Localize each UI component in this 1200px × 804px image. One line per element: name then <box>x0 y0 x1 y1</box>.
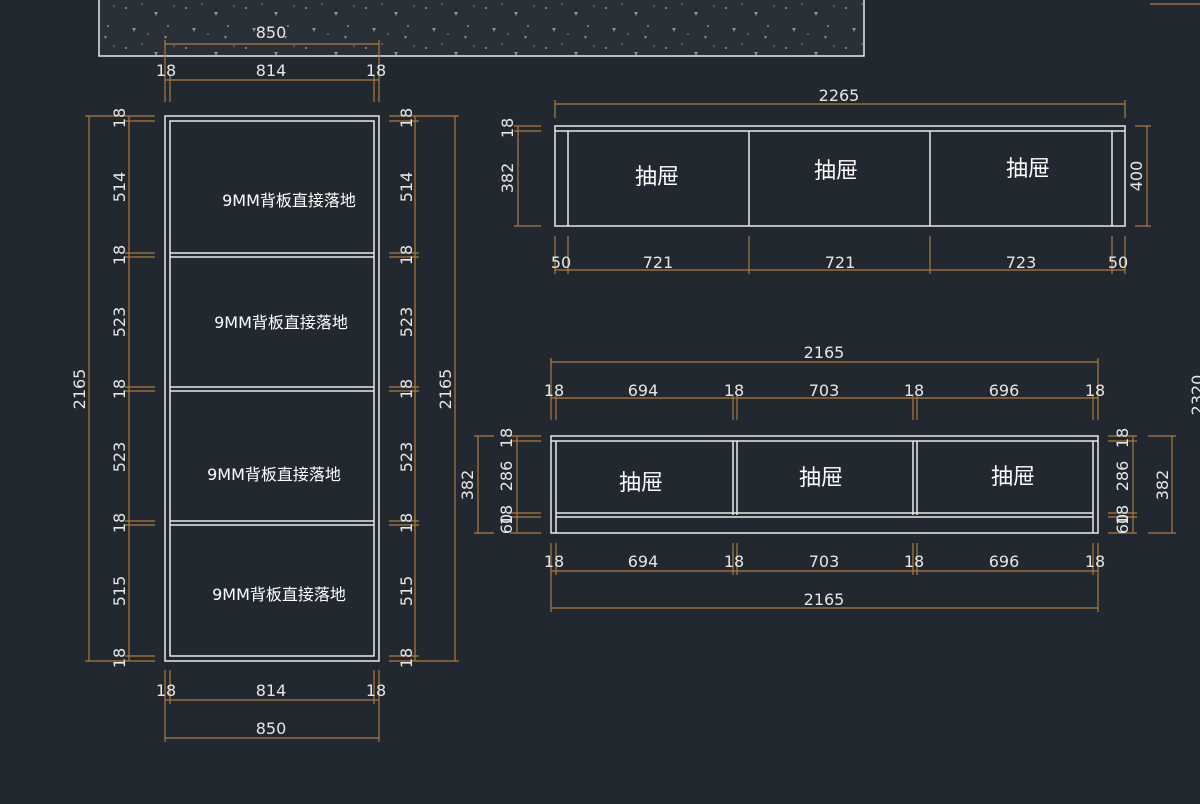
cabinet-left-dim-6: 523 <box>110 442 129 473</box>
cabinet-top-total-width: 850 <box>256 23 287 42</box>
drawer-bottom-top-dim-1: 18 <box>544 381 564 400</box>
cabinet-right-dim-1: 18 <box>397 108 416 128</box>
drawer-top-total-width: 2265 <box>819 86 860 105</box>
cabinet-bottom-right-thickness: 18 <box>366 681 386 700</box>
drawer-top-label-1: 抽屉 <box>635 165 679 190</box>
cabinet-left-dim-8: 515 <box>110 576 129 607</box>
edge-partial-dimension-text: 2320 <box>1188 375 1200 416</box>
drawer-bottom-left-dim-1: 18 <box>497 428 516 448</box>
drawer-top-bottom-dimension-texts: 50 721 721 723 50 <box>551 253 1128 272</box>
cabinet-right-dim-9: 18 <box>397 648 416 668</box>
drawer-bottom-bottom-dim-3: 18 <box>724 552 744 571</box>
drawer-top-bottom-dim-3: 721 <box>825 253 856 272</box>
drawer-bottom-right-dim-2: 286 <box>1113 461 1132 492</box>
cabinet-bottom-inner-width: 814 <box>256 681 287 700</box>
cabinet-left-dim-1: 18 <box>110 108 129 128</box>
drawer-bottom-bottom-dim-4: 703 <box>809 552 840 571</box>
cabinet-left-dimension-texts: 18 514 18 523 18 523 18 515 18 <box>110 108 129 668</box>
drawer-top-right-height: 400 <box>1127 161 1146 192</box>
cabinet-panel-label-1: 9MM背板直接落地 <box>222 191 356 210</box>
drawer-bottom-right-dim-4: 60 <box>1113 514 1132 534</box>
drawer-bottom-bottom-dimension-texts: 18 694 18 703 18 696 18 <box>544 552 1105 571</box>
drawer-unit-bottom <box>550 435 1099 534</box>
cabinet-right-total-height: 2165 <box>436 369 455 410</box>
drawer-bottom-label-1: 抽屉 <box>619 471 663 496</box>
cabinet-right-dim-5: 18 <box>397 379 416 399</box>
cabinet-left-dim-2: 514 <box>110 172 129 203</box>
drawer-bottom-bottom-dim-2: 694 <box>628 552 659 571</box>
drawer-top-bottom-dim-5: 50 <box>1108 253 1128 272</box>
drawer-unit-top-dimension-lines <box>514 100 1151 274</box>
drawer-unit-bottom-dimension-lines <box>474 358 1176 612</box>
cabinet-front-elevation <box>164 115 380 662</box>
cabinet-panel-label-2: 9MM背板直接落地 <box>214 313 348 332</box>
top-hatched-panel <box>98 0 865 57</box>
drawer-bottom-bottom-dim-1: 18 <box>544 552 564 571</box>
drawer-bottom-top-dimension-texts: 18 694 18 703 18 696 18 <box>544 381 1105 400</box>
drawer-top-bottom-dim-4: 723 <box>1006 253 1037 272</box>
drawer-top-left-height: 382 <box>498 163 517 194</box>
cabinet-left-dim-3: 18 <box>110 245 129 265</box>
cabinet-left-total-height: 2165 <box>70 369 89 410</box>
cabinet-right-dim-4: 523 <box>397 307 416 338</box>
drawer-top-bottom-dim-2: 721 <box>643 253 674 272</box>
drawer-bottom-left-outer-height: 382 <box>458 470 477 501</box>
cabinet-right-dim-6: 523 <box>397 442 416 473</box>
drawer-bottom-top-dim-4: 703 <box>809 381 840 400</box>
drawer-bottom-label-2: 抽屉 <box>799 466 843 491</box>
cabinet-left-dim-4: 523 <box>110 307 129 338</box>
cabinet-panel-label-3: 9MM背板直接落地 <box>207 465 341 484</box>
cabinet-right-dim-7: 18 <box>397 513 416 533</box>
drawer-bottom-bottom-dim-6: 696 <box>989 552 1020 571</box>
drawer-bottom-right-dim-3: 18 <box>1113 505 1132 525</box>
cabinet-left-dim-5: 18 <box>110 379 129 399</box>
drawer-bottom-top-dim-7: 18 <box>1085 381 1105 400</box>
cabinet-top-inner-width: 814 <box>256 61 287 80</box>
cabinet-panel-label-4: 9MM背板直接落地 <box>212 585 346 604</box>
cabinet-left-dim-7: 18 <box>110 513 129 533</box>
cabinet-right-dim-8: 515 <box>397 576 416 607</box>
drawer-bottom-top-dim-5: 18 <box>904 381 924 400</box>
drawer-bottom-label-3: 抽屉 <box>991 465 1035 490</box>
drawer-bottom-right-dim-1: 18 <box>1113 428 1132 448</box>
cabinet-right-dim-2: 514 <box>397 172 416 203</box>
cabinet-right-dimension-texts: 18 514 18 523 18 523 18 515 18 <box>397 108 416 668</box>
drawer-bottom-top-total-width: 2165 <box>804 343 845 362</box>
drawer-bottom-right-outer-height: 382 <box>1153 470 1172 501</box>
cabinet-top-right-thickness: 18 <box>366 61 386 80</box>
drawer-unit-top <box>554 125 1126 227</box>
drawer-top-bottom-dim-1: 50 <box>551 253 571 272</box>
cabinet-bottom-left-thickness: 18 <box>156 681 176 700</box>
cabinet-bottom-total-width: 850 <box>256 719 287 738</box>
drawer-bottom-left-dim-4: 60 <box>497 514 516 534</box>
cabinet-left-dim-9: 18 <box>110 648 129 668</box>
cabinet-right-dim-3: 18 <box>397 245 416 265</box>
drawer-bottom-bottom-dim-5: 18 <box>904 552 924 571</box>
cabinet-dimension-lines <box>85 40 459 742</box>
drawer-bottom-left-dim-2: 286 <box>497 461 516 492</box>
drawer-top-label-3: 抽屉 <box>1006 157 1050 182</box>
drawer-bottom-top-dim-3: 18 <box>724 381 744 400</box>
drawer-top-label-2: 抽屉 <box>814 159 858 184</box>
drawer-bottom-top-dim-6: 696 <box>989 381 1020 400</box>
drawer-bottom-bottom-total-width: 2165 <box>804 590 845 609</box>
drawer-bottom-bottom-dim-7: 18 <box>1085 552 1105 571</box>
drawer-bottom-left-dim-3: 18 <box>497 505 516 525</box>
drawer-top-left-thickness: 18 <box>498 118 517 138</box>
drawer-bottom-top-dim-2: 694 <box>628 381 659 400</box>
cabinet-top-left-thickness: 18 <box>156 61 176 80</box>
